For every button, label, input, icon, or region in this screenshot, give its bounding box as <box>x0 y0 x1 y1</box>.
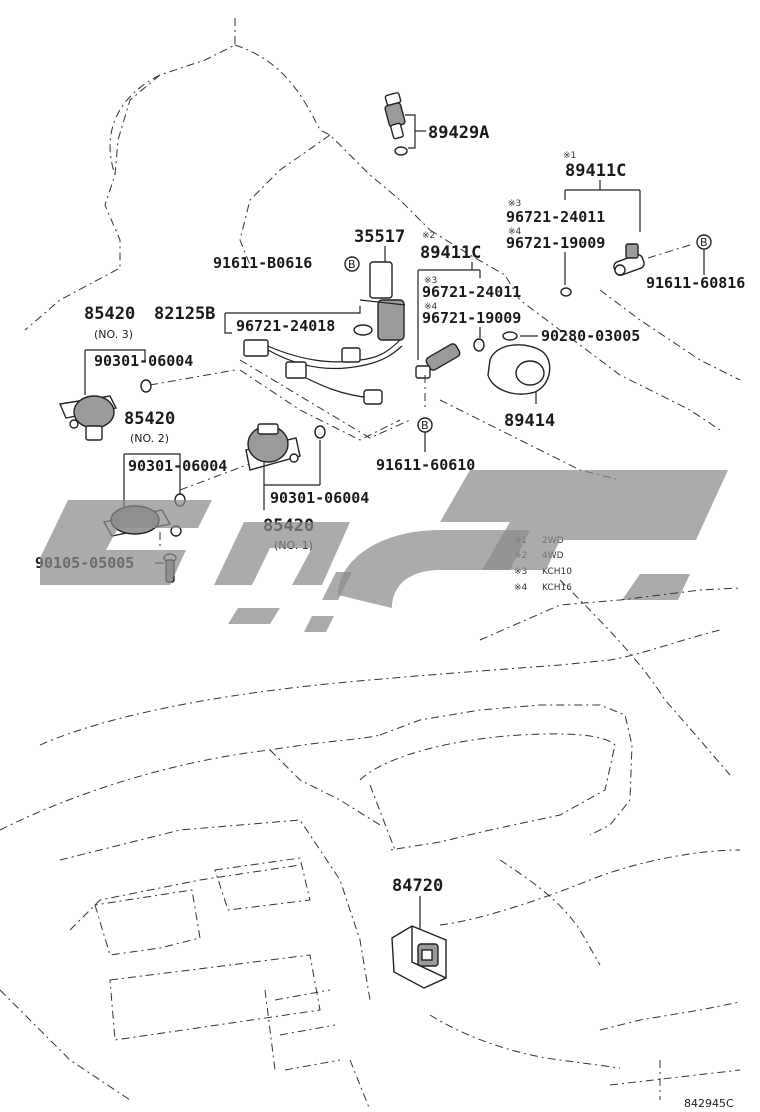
mark-4: ※4 <box>424 302 438 312</box>
mark-4-top: ※4 <box>508 227 522 237</box>
o-ring-mid <box>473 338 485 352</box>
o-ring-no3 <box>140 379 152 393</box>
bolt-icon-right <box>696 234 712 250</box>
rotation-sensor-89411C-mid <box>415 343 461 379</box>
rotation-sensor-89411C-top <box>613 243 645 276</box>
label-84720: 84720 <box>392 876 443 896</box>
label-82125B: 82125B <box>154 304 215 324</box>
label-89414: 89414 <box>504 411 555 431</box>
bolt-letter-mid: B <box>421 419 429 432</box>
label-85420-no2: 85420 <box>124 409 175 429</box>
label-35517: 35517 <box>354 227 405 247</box>
label-96721-24011-top: 96721-24011 <box>506 208 605 226</box>
label-96721-24011: 96721-24011 <box>422 283 521 301</box>
mark-1: ※1 <box>563 151 576 161</box>
o-ring-top <box>560 287 572 297</box>
mark-3-top: ※3 <box>508 199 521 209</box>
legend-text-4: KCH16 <box>542 583 572 593</box>
label-90301-06004-b: 90301-06004 <box>128 457 227 475</box>
label-91611-60816: 91611-60816 <box>646 274 745 292</box>
o-ring-24018 <box>353 324 373 336</box>
legend-mark-4: ※4 <box>514 583 528 593</box>
o-ring-no1 <box>314 425 326 439</box>
mark-2: ※2 <box>422 231 435 241</box>
label-85420-no3: 85420 <box>84 304 135 324</box>
solenoid-85420-no3 <box>59 395 118 441</box>
switch-84720 <box>391 925 447 989</box>
label-89411C-mid: 89411C <box>420 243 481 263</box>
solenoid-85420-no1 <box>245 423 301 471</box>
label-no2: (NO. 2) <box>130 432 169 445</box>
pin-icon <box>502 331 518 341</box>
legend-text-2: 4WD <box>542 551 564 561</box>
legend-mark-3: ※3 <box>514 567 527 577</box>
wire-harness-82125B <box>239 261 411 439</box>
label-90301-06004-c: 90301-06004 <box>270 489 369 507</box>
bolt-letter-left: B <box>348 258 356 271</box>
speed-sensor-89429A <box>384 92 426 156</box>
figure-code: 842945C <box>684 1097 734 1110</box>
transmission-outline <box>24 18 741 481</box>
label-no3: (NO. 3) <box>94 328 133 341</box>
label-90280-03005: 90280-03005 <box>541 327 640 345</box>
mark-3: ※3 <box>424 276 437 286</box>
cap-89414 <box>487 344 551 395</box>
label-91611-60610: 91611-60610 <box>376 456 475 474</box>
watermark-logo <box>40 470 728 632</box>
label-96721-19009: 96721-19009 <box>422 309 521 327</box>
label-91611-B0616: 91611-B0616 <box>213 254 312 272</box>
bolt-icon-left <box>344 256 360 272</box>
label-89429A: 89429A <box>428 123 489 143</box>
bolt-letter-right: B <box>700 236 708 249</box>
label-96721-24018: 96721-24018 <box>236 317 335 335</box>
dashboard-outline <box>0 579 741 1111</box>
label-90301-06004-a: 90301-06004 <box>94 352 193 370</box>
label-96721-19009-top: 96721-19009 <box>506 234 605 252</box>
label-89411C-top: 89411C <box>565 161 626 181</box>
legend-text-3: KCH10 <box>542 567 572 577</box>
